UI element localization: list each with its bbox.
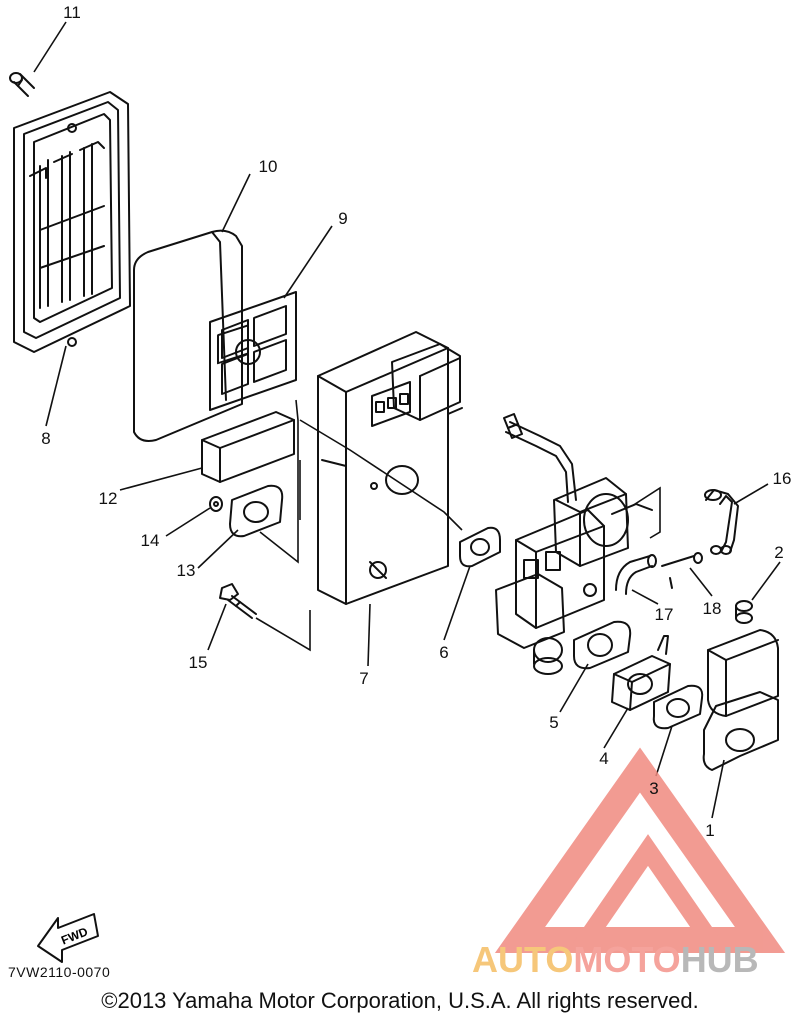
part-8-silencer-cover bbox=[13, 91, 131, 353]
callout-14: 14 bbox=[141, 531, 160, 550]
watermark-auto: AUTO bbox=[472, 939, 573, 980]
drawing-code: 7VW2110-0070 bbox=[8, 964, 111, 980]
callout-11: 11 bbox=[63, 3, 81, 22]
part-5-gasket bbox=[573, 620, 632, 670]
part-10-element-box bbox=[133, 229, 243, 442]
part-17-hose bbox=[615, 554, 657, 595]
callout-10: 10 bbox=[259, 157, 278, 176]
part-7-air-silencer bbox=[317, 331, 463, 605]
watermark-moto: MOTO bbox=[573, 939, 680, 980]
fwd-arrow-icon bbox=[37, 913, 99, 963]
part-2-grommet bbox=[735, 600, 753, 624]
part-11-screw bbox=[9, 72, 35, 97]
part-13-gasket bbox=[229, 484, 284, 538]
callout-16: 16 bbox=[773, 469, 792, 488]
carburetor-assembly bbox=[495, 413, 653, 675]
callout-13: 13 bbox=[177, 561, 196, 580]
callout-3: 3 bbox=[649, 779, 658, 798]
callout-17: 17 bbox=[655, 605, 674, 624]
part-6-gasket bbox=[459, 526, 501, 568]
assembly-lines bbox=[255, 399, 661, 652]
svg-text:AUTOMOTOHUB: AUTOMOTOHUB bbox=[472, 939, 759, 980]
part-3-gasket bbox=[652, 684, 704, 730]
callout-5: 5 bbox=[549, 713, 558, 732]
part-18-joint bbox=[661, 545, 722, 589]
callout-8: 8 bbox=[41, 429, 50, 448]
callout-18: 18 bbox=[703, 599, 722, 618]
part-9-filter-element bbox=[209, 291, 297, 411]
part-16-hose bbox=[704, 489, 739, 555]
callout-4: 4 bbox=[599, 749, 608, 768]
part-12-foam bbox=[201, 411, 295, 483]
callout-9: 9 bbox=[338, 209, 347, 228]
watermark-logo bbox=[494, 747, 786, 953]
leader-lines bbox=[33, 21, 781, 819]
callout-1: 1 bbox=[705, 821, 714, 840]
part-1-bracket bbox=[702, 629, 779, 771]
callout-labels: 11 10 9 8 12 14 13 15 7 6 5 4 3 1 2 16 1… bbox=[41, 3, 791, 840]
part-14-nut bbox=[209, 496, 223, 512]
callout-15: 15 bbox=[189, 653, 208, 672]
part-4-adapter bbox=[611, 635, 671, 711]
callout-7: 7 bbox=[359, 669, 368, 688]
callout-2: 2 bbox=[774, 543, 783, 562]
watermark-hub: HUB bbox=[681, 939, 759, 980]
callout-6: 6 bbox=[439, 643, 448, 662]
part-15-bolt bbox=[219, 583, 257, 619]
callout-12: 12 bbox=[99, 489, 118, 508]
watermark-text: AUTOMOTOHUB bbox=[472, 939, 759, 980]
copyright-notice: ©2013 Yamaha Motor Corporation, U.S.A. A… bbox=[101, 988, 699, 1013]
